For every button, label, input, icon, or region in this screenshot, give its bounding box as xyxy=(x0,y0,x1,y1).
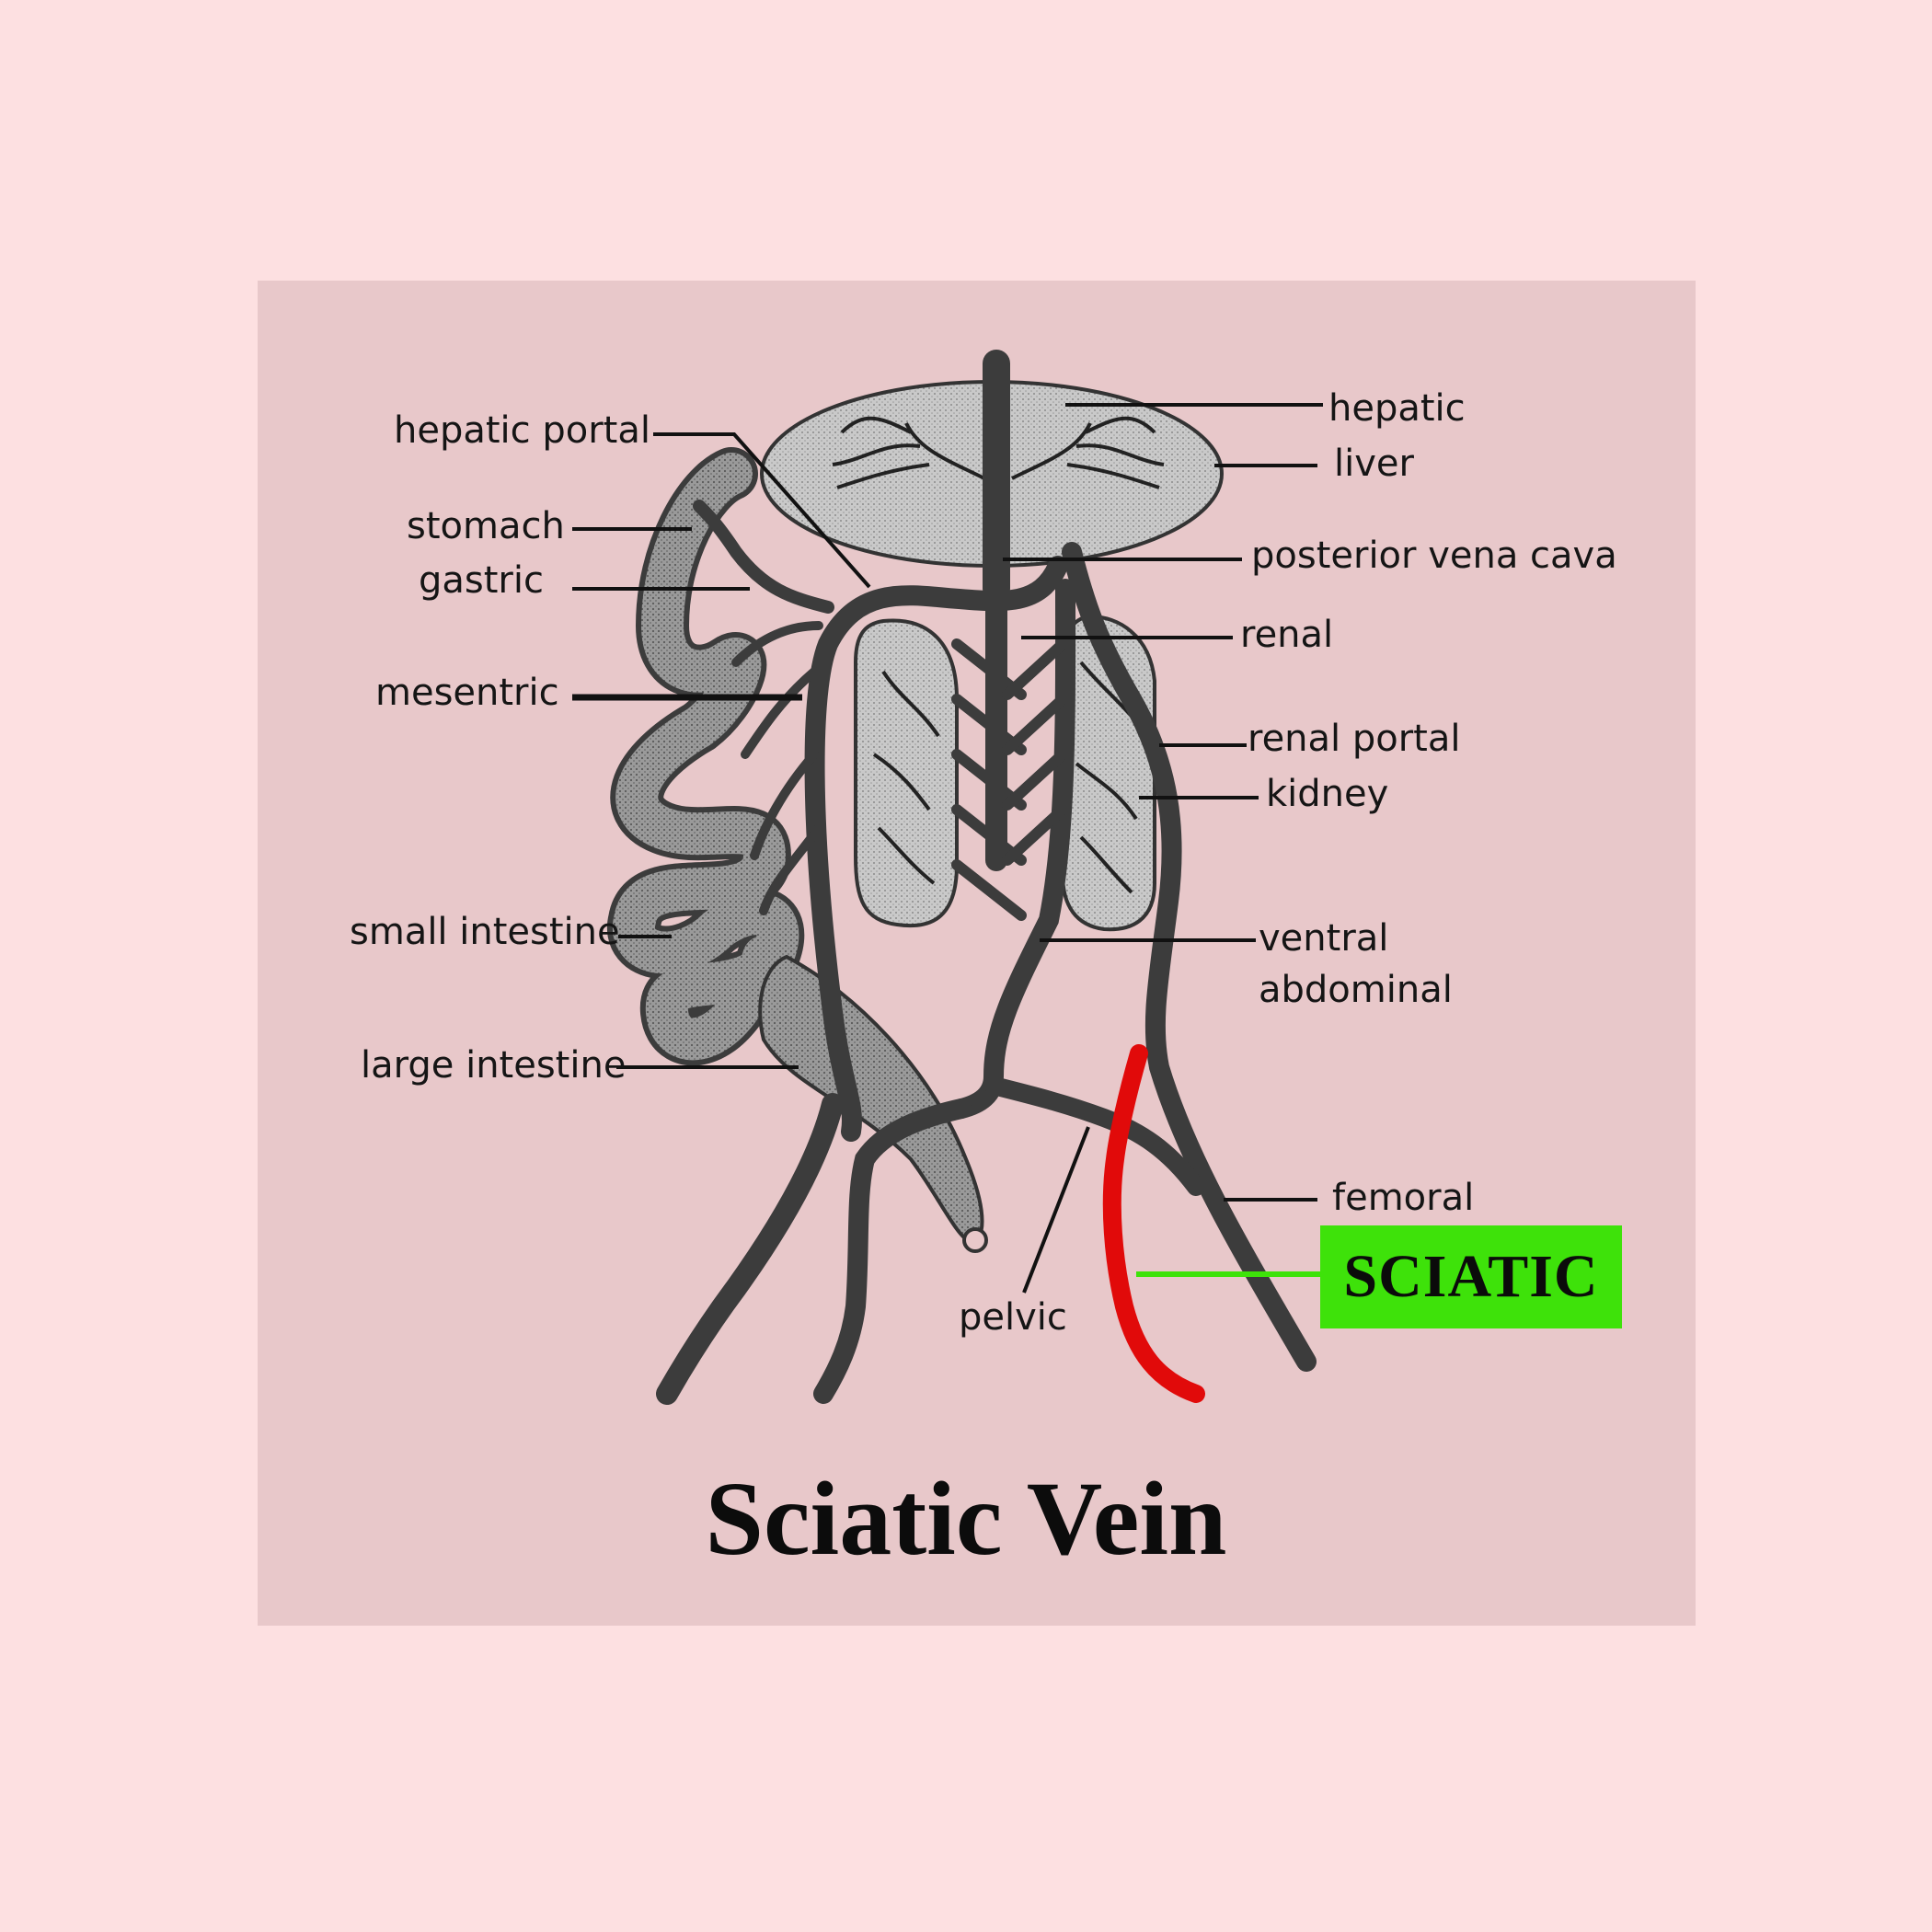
label-stomach: stomach xyxy=(407,505,565,547)
sciatic-highlight-box: SCIATIC xyxy=(1320,1225,1622,1328)
label-femoral: femoral xyxy=(1332,1177,1475,1219)
sciatic-highlight-label: SCIATIC xyxy=(1343,1243,1599,1310)
label-renal: renal xyxy=(1240,614,1334,656)
leader-lines xyxy=(572,403,1323,1294)
label-gastric: gastric xyxy=(419,559,544,602)
digestive-tract xyxy=(607,447,988,1253)
diagram-title: Sciatic Vein xyxy=(705,1460,1227,1577)
label-kidney: kidney xyxy=(1266,773,1389,815)
label-hepatic: hepatic xyxy=(1328,387,1466,430)
label-posterior-vena-cava: posterior vena cava xyxy=(1251,535,1617,577)
label-large-intestine: large intestine xyxy=(361,1044,627,1087)
label-pelvic: pelvic xyxy=(959,1296,1067,1339)
label-small-intestine: small intestine xyxy=(350,911,620,953)
label-mesentric: mesentric xyxy=(375,672,559,714)
label-liver: liver xyxy=(1334,443,1414,485)
label-ventral-abdominal: ventral abdominal xyxy=(1259,917,1453,1011)
kidney-organs xyxy=(854,614,1156,932)
label-hepatic-portal: hepatic portal xyxy=(394,409,650,452)
sciatic-vein xyxy=(1102,1044,1205,1403)
label-renal-portal: renal portal xyxy=(1248,718,1461,760)
vein-network xyxy=(656,350,1317,1405)
